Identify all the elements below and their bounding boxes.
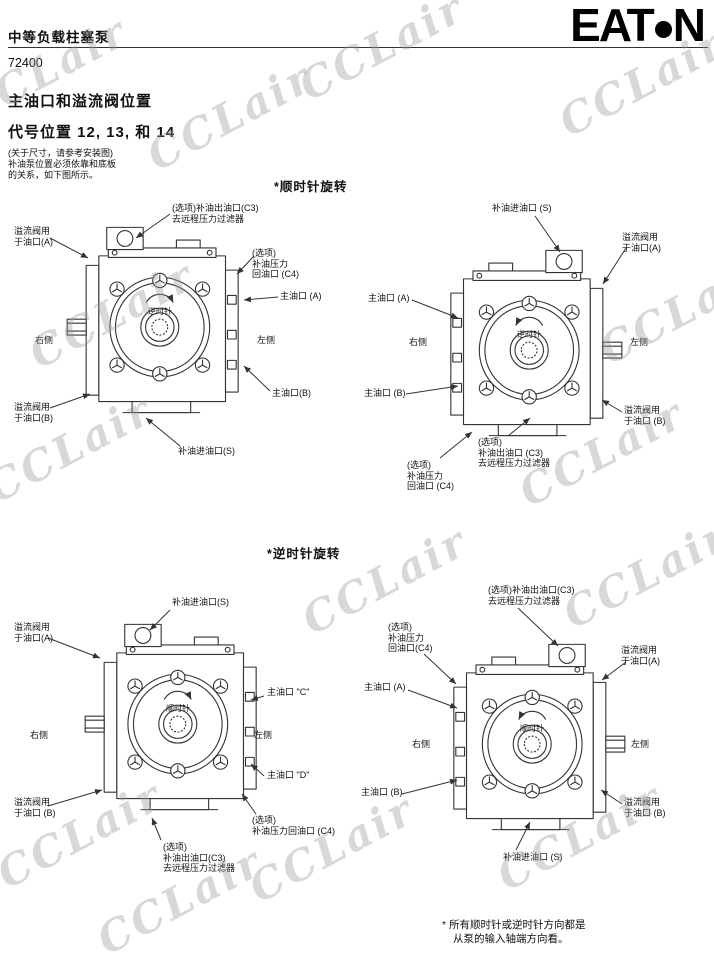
diagram-ccw-left: 补油进油口(S) 溢流阀用 于油口(A) 右侧 左侧 主油口 "C" 主油口 "… [4,568,356,888]
label-charge-return-c4: (选项) 补油压力 回油口(C4) [388,622,433,653]
clockwise-section-label: *顺时针旋转 [274,180,348,194]
code-positions-subtitle: 代号位置 12, 13, 和 14 [8,124,176,141]
header-divider [8,47,708,48]
label-relief-valve-port-b: 溢流阀用 于油口 (B) [624,405,666,426]
label-relief-valve-port-b: 溢流阀用 于油口 (B) [14,797,56,818]
label-left-side: 左侧 [630,337,649,347]
view-direction-footnote: * 所有顺时针或逆时针方向都是 从泵的输入轴端方向看。 [442,918,586,946]
label-charge-outlet-c3: (选项) 补油出油口(C3) 去远程压力过滤器 [163,842,236,873]
label-main-port-d: 主油口 "D" [267,770,310,780]
label-main-port-a: 主油口 (A) [280,291,322,301]
logo-text-right: N [672,0,706,51]
label-main-port-b: 主油口 (B) [364,388,406,398]
label-relief-valve-port-a: 溢流阀用 于油口(A) [14,226,53,247]
label-left-side: 左侧 [254,730,273,740]
label-left-side: 左侧 [631,739,650,749]
pump-drawing [438,638,628,836]
label-charge-return-c4: (选项) 补油压力 回油口 (C4) [252,248,299,279]
note-line-3: 的关系，如下图所示。 [8,170,99,180]
rotation-direction-label: 顺时针 [166,704,190,713]
label-main-port-a: 主油口 (A) [364,682,406,692]
counterclockwise-section-label: *逆时针旋转 [267,547,341,561]
label-charge-inlet-s: 补油进油口(S) [178,446,235,456]
label-charge-inlet-s: 补油进油口 (S) [492,203,552,213]
footnote-line-1: * 所有顺时针或逆时针方向都是 [442,919,586,931]
label-main-port-c: 主油口 "C" [267,687,310,697]
label-charge-outlet-c3: (选项)补油出油口(C3) 去远程压力过滤器 [172,203,259,224]
note-line-1: (关于尺寸，请参考安装图) [8,148,113,158]
label-charge-inlet-s: 补油进油口 (S) [503,852,563,862]
label-main-port-b: 主油口(B) [272,388,311,398]
page-title: 中等负载柱塞泵 [8,30,110,45]
watermark: CCLair [291,0,473,111]
label-relief-valve-port-b: 溢流阀用 于油口(B) [14,402,53,423]
eaton-logo: EAT N [570,0,706,52]
pump-drawing [82,618,272,816]
label-charge-outlet-c3: (选项) 补油出油口 (C3) 去远程压力过滤器 [478,437,551,468]
label-main-port-b: 主油口 (B) [361,787,403,797]
section-title: 主油口和溢流阀位置 [8,93,153,110]
watermark: CCLair [139,52,321,181]
diagram-cw-left: 溢流阀用 于油口(A) (选项)补油出油口(C3) 去远程压力过滤器 (选项) … [4,196,344,474]
label-right-side: 右侧 [412,739,431,749]
label-relief-valve-port-b: 溢流阀用 于油口 (B) [624,797,666,818]
label-charge-return-c4: (选项) 补油压力 回油口 (C4) [407,460,454,491]
diagram-ccw-right: (选项)补油出油口(C3) 去远程压力过滤器 (选项) 补油压力 回油口(C4)… [358,568,710,878]
pump-drawing [64,221,254,419]
rotation-direction-label: 逆时针 [148,307,172,316]
label-main-port-a: 主油口 (A) [368,293,410,303]
label-charge-outlet-c3: (选项)补油出油口(C3) 去远程压力过滤器 [488,585,575,606]
diagram-cw-right: 补油进油口 (S) 溢流阀用 于油口(A) 主油口 (A) 右侧 左侧 主油口 … [360,196,710,516]
eaton-logo-dot-icon [654,21,672,38]
pump-drawing [435,244,625,442]
rotation-direction-label: 逆时针 [517,330,541,339]
model-number: 72400 [8,56,43,70]
label-charge-return-c4: (选项) 补油压力回油口 (C4) [252,815,335,836]
logo-text-left: EAT [570,0,655,51]
note-line-2: 补油泵位置必须依靠和底板 [8,159,117,169]
label-left-side: 左侧 [257,335,276,345]
label-relief-valve-port-a: 溢流阀用 于油口(A) [621,645,660,666]
intro-note: (关于尺寸，请参考安装图) 补油泵位置必须依靠和底板 的关系，如下图所示。 [8,148,116,181]
label-right-side: 右侧 [30,730,49,740]
label-relief-valve-port-a: 溢流阀用 于油口(A) [14,622,53,643]
rotation-direction-label: 顺时针 [520,724,544,733]
label-right-side: 右侧 [35,335,54,345]
label-relief-valve-port-a: 溢流阀用 于油口(A) [622,232,661,253]
label-charge-inlet-s: 补油进油口(S) [172,597,229,607]
footnote-line-2: 从泵的输入轴端方向看。 [453,933,569,945]
label-right-side: 右侧 [409,337,428,347]
